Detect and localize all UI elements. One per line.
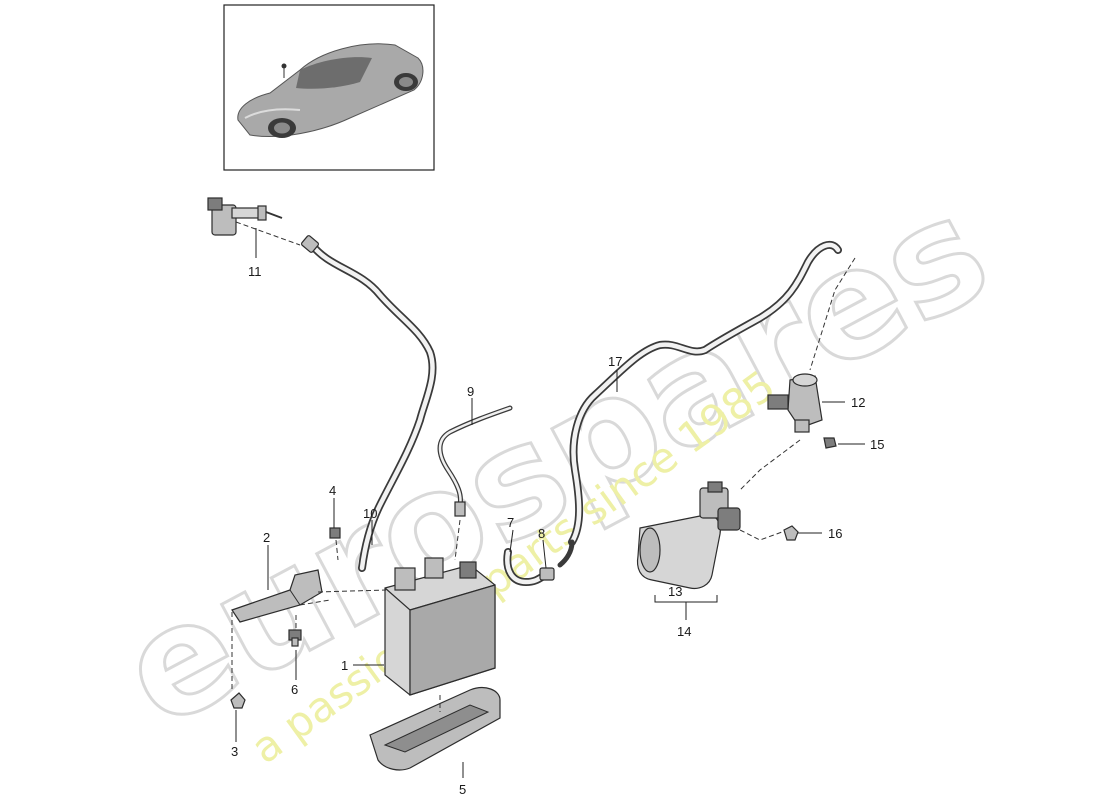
part-8-clamp bbox=[539, 567, 555, 581]
part-5-tray bbox=[369, 687, 501, 771]
callout-13: 13 bbox=[668, 584, 682, 599]
leader-lines bbox=[235, 228, 865, 778]
part-6-bolt bbox=[288, 629, 302, 647]
part-4-bolt bbox=[329, 527, 341, 539]
callout-5: 5 bbox=[459, 782, 466, 797]
callout-7: 7 bbox=[507, 515, 514, 530]
car-image bbox=[237, 43, 424, 138]
callout-1: 1 bbox=[341, 658, 348, 673]
callout-11: 11 bbox=[248, 264, 262, 279]
callout-2: 2 bbox=[263, 530, 270, 545]
callout-6: 6 bbox=[291, 682, 298, 697]
callouts: 1 2 3 4 5 6 7 8 9 10 11 12 13 14 15 16 1… bbox=[231, 264, 884, 797]
watermark-brand: eurospares bbox=[95, 163, 1014, 762]
part-2-bracket bbox=[231, 569, 323, 623]
hose-9 bbox=[437, 405, 513, 517]
watermark: eurospares a passion for parts since 198… bbox=[94, 161, 1016, 773]
part-11-valve bbox=[207, 197, 283, 236]
part-13-assembly bbox=[636, 481, 741, 590]
hose-link bbox=[557, 539, 575, 568]
callout-17: 17 bbox=[608, 354, 622, 369]
callout-8: 8 bbox=[538, 526, 545, 541]
part-1-canister bbox=[384, 557, 496, 696]
part-16-nut bbox=[783, 525, 799, 541]
callout-14: 14 bbox=[677, 624, 691, 639]
part-12-valve bbox=[767, 373, 823, 433]
callout-16: 16 bbox=[828, 526, 842, 541]
part-15-screw bbox=[823, 437, 837, 449]
callout-9: 9 bbox=[467, 384, 474, 399]
hose-10 bbox=[300, 235, 437, 572]
part-3-nut bbox=[230, 692, 246, 709]
callout-12: 12 bbox=[851, 395, 865, 410]
vehicle-thumbnail bbox=[223, 4, 435, 171]
callout-10: 10 bbox=[363, 506, 377, 521]
assembly-lines bbox=[231, 221, 856, 712]
hose-17 bbox=[568, 240, 842, 546]
callout-4: 4 bbox=[329, 483, 336, 498]
callout-15: 15 bbox=[870, 437, 884, 452]
callout-3: 3 bbox=[231, 744, 238, 759]
